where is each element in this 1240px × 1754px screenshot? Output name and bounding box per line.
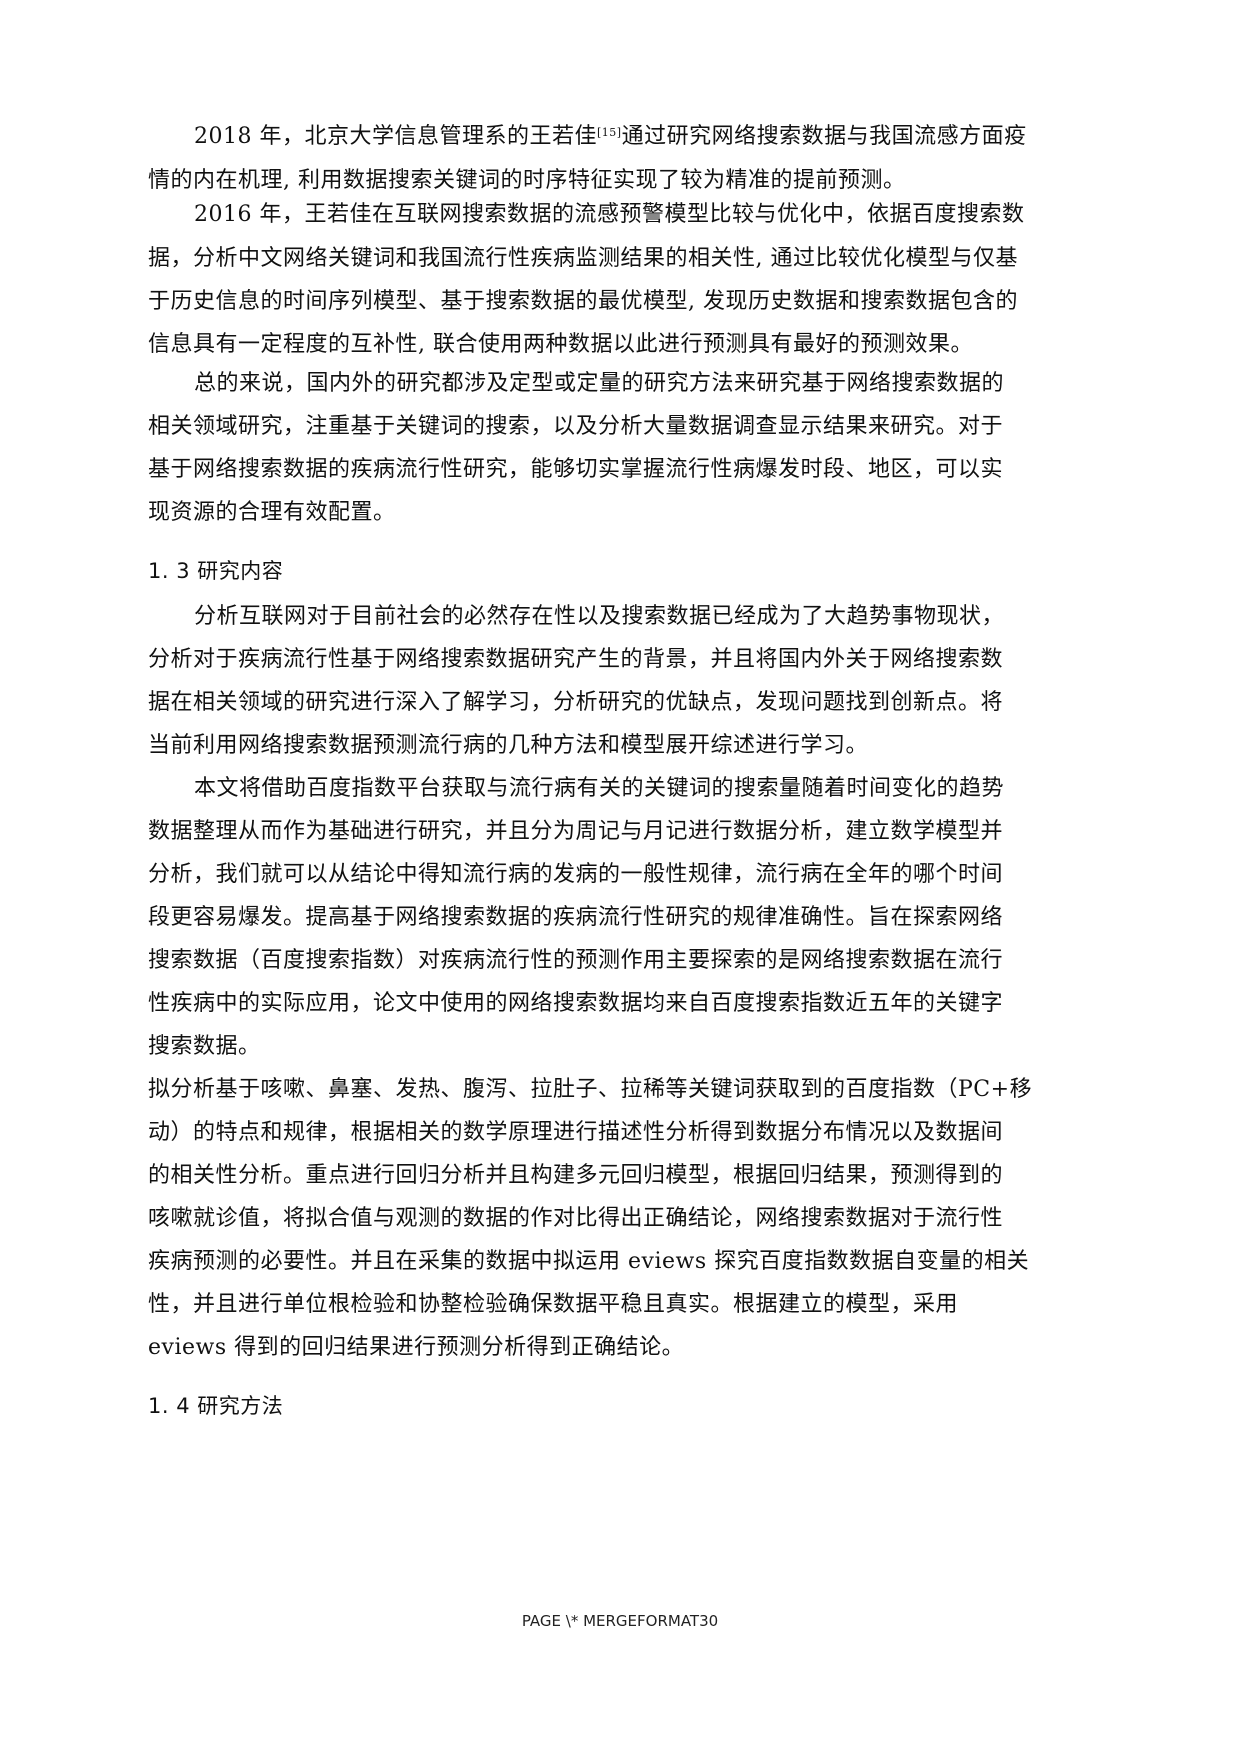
paragraph-line: 相关领域研究，注重基于关键词的搜索，以及分析大量数据调查显示结果来研究。对于: [148, 414, 1004, 439]
paragraph-line: 性疾病中的实际应用，论文中使用的网络搜索数据均来自百度搜索指数近五年的关键字: [148, 991, 1004, 1016]
paragraph-line: 分析互联网对于目前社会的必然存在性以及搜索数据已经成为了大趋势事物现状，: [194, 604, 1005, 629]
paragraph-line: 数据整理从而作为基础进行研究，并且分为周记与月记进行数据分析，建立数学模型并: [148, 819, 1004, 844]
paragraph-line: 基于网络搜索数据的疾病流行性研究，能够切实掌握流行性病爆发时段、地区，可以实: [148, 457, 1004, 482]
section-heading-1-4: 1. 4 研究方法: [148, 1394, 284, 1418]
paragraph-line: 于历史信息的时间序列模型、基于搜索数据的最优模型, 发现历史数据和搜索数据包含的: [148, 289, 1018, 314]
paragraph-line: 疾病预测的必要性。并且在采集的数据中拟运用 eviews 探究百度指数数据自变量…: [148, 1249, 1030, 1274]
paragraph-line: 咳嗽就诊值，将拟合值与观测的数据的作对比得出正确结论，网络搜索数据对于流行性: [148, 1206, 1004, 1231]
page-footer-field: PAGE \* MERGEFORMAT30: [521, 1612, 719, 1630]
paragraph-line: 2016 年，王若佳在互联网搜索数据的流感预警模型比较与优化中，依据百度搜索数: [194, 202, 1025, 227]
paragraph-line: 搜索数据。: [148, 1034, 261, 1059]
paragraph-line: eviews 得到的回归结果进行预测分析得到正确结论。: [148, 1335, 685, 1360]
paragraph-line: 情的内在机理, 利用数据搜索关键词的时序特征实现了较为精准的提前预测。: [148, 168, 906, 193]
citation-ref: [15]: [596, 126, 622, 139]
paragraph-line: 分析对于疾病流行性基于网络搜索数据研究产生的背景，并且将国内外关于网络搜索数: [148, 647, 1004, 672]
paragraph-line: 段更容易爆发。提高基于网络搜索数据的疾病流行性研究的规律准确性。旨在探索网络: [148, 905, 1004, 930]
paragraph-line: 2018 年，北京大学信息管理系的王若佳[15]通过研究网络搜索数据与我国流感方…: [194, 118, 1027, 156]
paragraph-line: 的相关性分析。重点进行回归分析并且构建多元回归模型，根据回归结果，预测得到的: [148, 1163, 1004, 1188]
section-heading-1-3: 1. 3 研究内容: [148, 559, 284, 583]
text-segment: 通过研究网络搜索数据与我国流感方面疫: [621, 124, 1027, 149]
paragraph-line: 现资源的合理有效配置。: [148, 500, 396, 525]
paragraph-line: 据，分析中文网络关键词和我国流行性疾病监测结果的相关性, 通过比较优化模型与仅基: [148, 246, 1018, 271]
paragraph-line: 据在相关领域的研究进行深入了解学习，分析研究的优缺点，发现问题找到创新点。将: [148, 690, 1004, 715]
text-segment: 2018 年，北京大学信息管理系的王若佳: [194, 124, 597, 149]
paragraph-line: 性，并且进行单位根检验和协整检验确保数据平稳且真实。根据建立的模型，采用: [148, 1292, 959, 1317]
paragraph-line: 分析，我们就可以从结论中得知流行病的发病的一般性规律，流行病在全年的哪个时间: [148, 862, 1004, 887]
paragraph-line: 拟分析基于咳嗽、鼻塞、发热、腹泻、拉肚子、拉稀等关键词获取到的百度指数（PC+移: [148, 1077, 1033, 1102]
paragraph-line: 总的来说，国内外的研究都涉及定型或定量的研究方法来研究基于网络搜索数据的: [194, 371, 1005, 396]
paragraph-line: 搜索数据（百度搜索指数）对疾病流行性的预测作用主要探索的是网络搜索数据在流行: [148, 948, 1004, 973]
paragraph-line: 信息具有一定程度的互补性, 联合使用两种数据以此进行预测具有最好的预测效果。: [148, 332, 973, 357]
paragraph-line: 动）的特点和规律，根据相关的数学原理进行描述性分析得到数据分布情况以及数据间: [148, 1120, 1004, 1145]
paragraph-line: 本文将借助百度指数平台获取与流行病有关的关键词的搜索量随着时间变化的趋势: [194, 776, 1005, 801]
paragraph-line: 当前利用网络搜索数据预测流行病的几种方法和模型展开综述进行学习。: [148, 733, 869, 758]
